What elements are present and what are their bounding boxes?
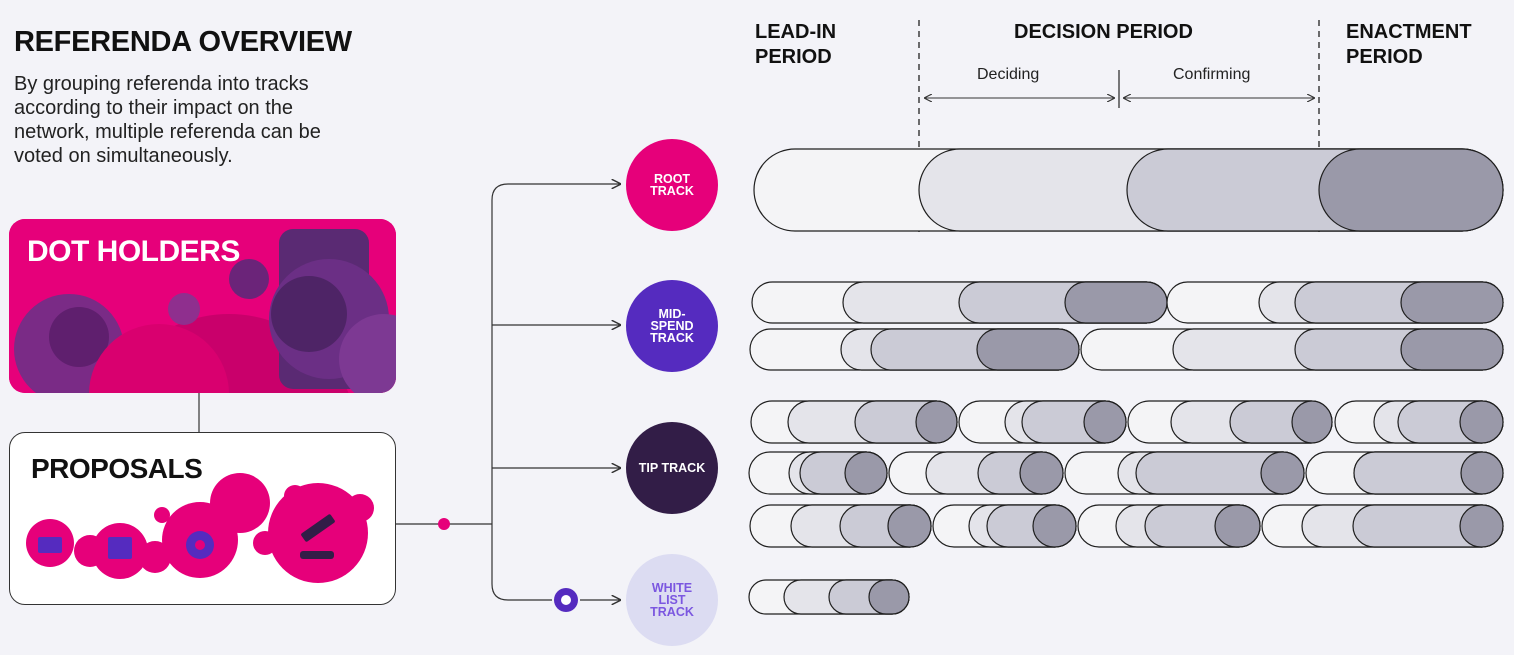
root-track-connector [491,184,620,584]
mid-spend-ref-2a-enactment [976,328,1080,371]
mid-spend-ref-2b-enactment [1400,328,1504,371]
tip-track-label: TIP TRACK [638,461,706,475]
proposals-illustration [26,473,374,583]
proposals-card: PROPOSALS [9,432,396,605]
tip-ref-2-1-enactment [1032,504,1077,548]
proposals-label: PROPOSALS [31,453,203,484]
decision-period-header: DECISION PERIOD [1014,21,1193,43]
tip-ref-0-0-enactment [915,400,958,444]
root-track-label: ROOT TRACK [650,172,694,198]
dot-holders-label: DOT HOLDERS [27,235,240,268]
confirming-label: Confirming [1173,66,1251,83]
whitelist-referendum-enactment [868,579,910,615]
whitelist-track-label: WHITE LIST TRACK [650,581,694,619]
connector-dot [438,518,450,530]
page-description: By grouping referenda into tracks accord… [14,73,321,167]
root-track-circle[interactable]: ROOT TRACK [626,139,718,231]
mid-spend-ref-1b-enactment [1400,281,1504,324]
document-icon [108,537,132,559]
tip-ref-0-2-enactment [1291,400,1333,444]
gavel-icon [301,514,335,542]
tip-ref-2-2-enactment [1214,504,1261,548]
page-title: REFERENDA OVERVIEW [14,26,352,58]
tip-track-circle[interactable]: TIP TRACK [626,422,718,514]
tip-ref-1-2-enactment [1260,451,1305,495]
tip-ref-1-0-enactment [844,451,888,495]
tip-ref-1-1-enactment [1019,451,1064,495]
astronaut-illustration [9,219,396,393]
lead-in-period-header: LEAD-IN PERIOD [755,21,837,68]
tip-ref-0-1-enactment [1083,400,1127,444]
tip-ref-1-3-enactment [1460,451,1504,495]
dot-holders-card: DOT HOLDERS [9,219,396,393]
whitelist-track-circle[interactable]: WHITE LIST TRACK [626,554,718,646]
enactment-period-header: ENACTMENT PERIOD [1346,21,1472,68]
tip-ref-0-3-enactment [1459,400,1504,444]
deciding-label: Deciding [977,66,1040,83]
tip-ref-2-3-enactment [1459,504,1504,548]
mid-spend-track-circle[interactable]: MID-SPEND TRACK [626,280,718,372]
whitelist-connector [491,583,552,601]
root-referendum-enactment [1318,148,1504,232]
mid-spend-ref-1a-enactment [1064,281,1168,324]
mid-spend-track-label: MID-SPEND TRACK [650,307,694,345]
tip-ref-2-0-enactment [887,504,932,548]
laptop-icon [38,537,62,553]
